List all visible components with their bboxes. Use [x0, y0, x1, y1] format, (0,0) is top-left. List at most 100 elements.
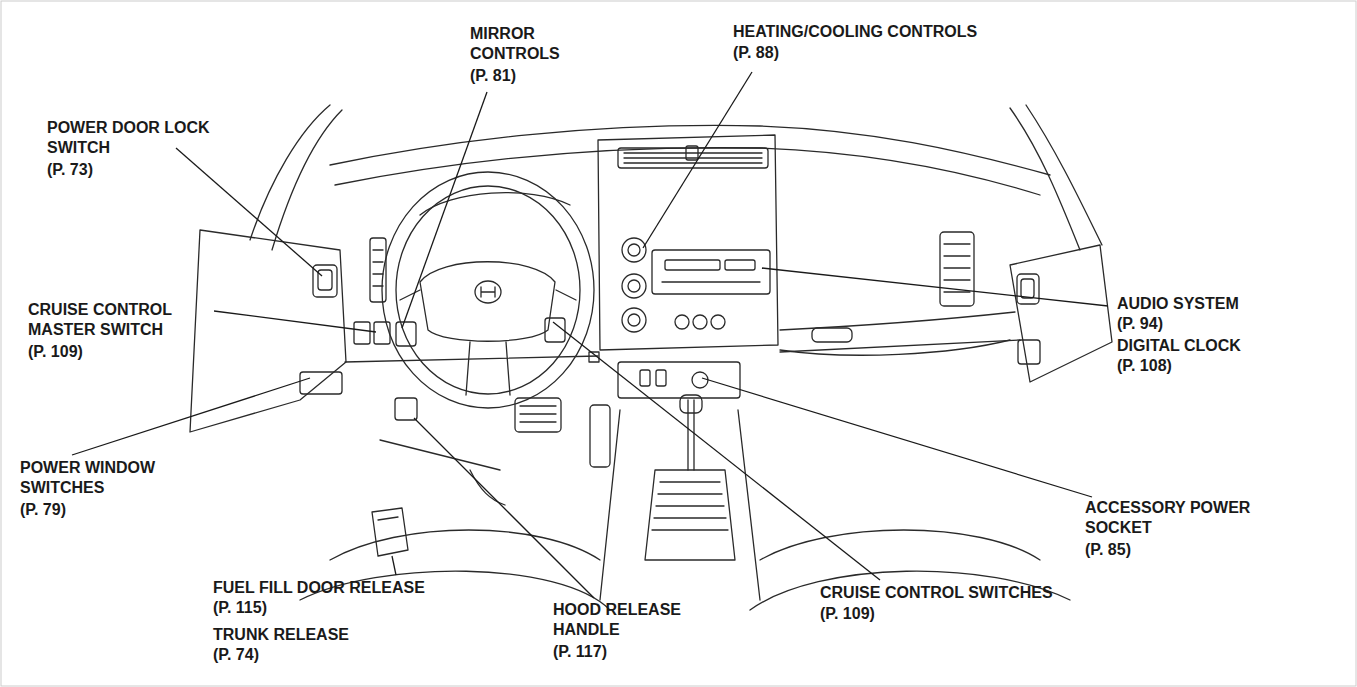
dashboard-line — [553, 322, 880, 580]
dashboard-line — [780, 340, 1010, 355]
dashboard-line — [380, 440, 505, 505]
part-label: CRUISE CONTROL SWITCHES — [820, 583, 1053, 603]
dashboard-line — [762, 268, 1108, 306]
dashboard-line — [944, 244, 970, 292]
page-reference: (P. 88) — [733, 43, 779, 63]
dashboard-line — [335, 148, 1040, 195]
dashboard-line — [628, 244, 640, 256]
leader-lines — [72, 72, 1108, 598]
page-reference: (P. 85) — [1085, 540, 1131, 560]
dashboard-line — [680, 395, 702, 413]
part-label: MIRROR CONTROLS — [470, 24, 580, 64]
page-reference: (P. 109) — [820, 604, 875, 624]
dashboard-line — [628, 314, 640, 326]
dashboard-line — [515, 398, 561, 432]
dashboard-line — [688, 400, 694, 470]
dashboard-line — [396, 186, 580, 394]
dashboard-line — [780, 312, 1015, 330]
part-label: FUEL FILL DOOR RELEASE — [213, 578, 425, 598]
dashboard-line — [396, 322, 416, 346]
dashboard-line — [1018, 340, 1040, 364]
dashboard-line — [675, 315, 689, 329]
dashboard-line — [392, 556, 396, 575]
dashboard-line — [1017, 274, 1039, 304]
dashboard-line — [420, 262, 555, 342]
dashboard-line — [374, 322, 390, 344]
dashboard-line — [760, 530, 1040, 560]
dashboard-line — [190, 230, 346, 432]
dashboard-line — [345, 356, 598, 362]
dashboard-line — [702, 378, 1092, 497]
page-reference: (P. 94) — [1117, 314, 1163, 334]
dashboard-line — [300, 372, 342, 394]
dashboard-line — [313, 265, 337, 297]
dashboard-line — [645, 470, 735, 560]
part-label: CRUISE CONTROL MASTER SWITCH — [28, 300, 218, 340]
page-reference: (P. 109) — [28, 342, 83, 362]
page-reference: (P. 74) — [213, 645, 259, 665]
dashboard-line — [414, 418, 594, 598]
dashboard-line — [812, 328, 852, 342]
page-reference: (P. 81) — [470, 66, 516, 86]
dashboard-line — [725, 260, 755, 270]
part-label: POWER WINDOW SWITCHES — [20, 458, 190, 498]
dashboard-line — [692, 372, 708, 388]
dashboard-line — [628, 280, 640, 292]
dashboard-line — [618, 362, 740, 398]
dashboard-line — [402, 92, 487, 328]
dashboard-line — [176, 148, 322, 276]
dashboard-line — [652, 250, 770, 294]
dashboard-line — [1026, 105, 1102, 245]
dashboard-line — [686, 146, 698, 160]
dashboard-line — [618, 148, 768, 168]
dashboard-line — [711, 315, 725, 329]
dashboard-line — [395, 398, 417, 420]
dashboard-line — [622, 308, 646, 332]
dashboard-line — [372, 508, 408, 556]
dashboard-line — [624, 153, 762, 163]
dashboard-line — [481, 287, 495, 297]
part-label: HEATING/COOLING CONTROLS — [733, 22, 977, 42]
dashboard-line — [750, 571, 1070, 610]
dashboard-line — [520, 406, 556, 422]
dashboard-line — [1010, 245, 1112, 382]
part-label: HOOD RELEASE HANDLE — [553, 600, 723, 640]
dashboard-line — [662, 281, 760, 282]
dashboard-line — [272, 110, 342, 250]
page-reference: (P. 79) — [20, 500, 66, 520]
dashboard-line — [590, 405, 610, 467]
dashboard-line — [214, 311, 376, 332]
dashboard-line — [1021, 279, 1034, 298]
dashboard-line — [643, 72, 752, 248]
dashboard-line — [693, 315, 707, 329]
dashboard-line — [640, 370, 650, 386]
part-label: POWER DOOR LOCK SWITCH — [47, 118, 252, 158]
part-label: TRUNK RELEASE — [213, 625, 349, 645]
part-label: DIGITAL CLOCK — [1117, 336, 1241, 356]
dashboard-line — [373, 250, 383, 286]
dashboard-line — [940, 232, 974, 306]
dashboard-line — [600, 410, 760, 600]
page-reference: (P. 73) — [47, 160, 93, 180]
dashboard-line — [354, 322, 370, 344]
dashboard-line — [378, 517, 398, 520]
dashboard-line — [598, 135, 778, 350]
page-reference: (P. 108) — [1117, 356, 1172, 376]
dashboard-line — [622, 274, 646, 298]
dashboard-line — [400, 290, 576, 395]
part-label: ACCESSORY POWER SOCKET — [1085, 498, 1320, 538]
dashboard-line — [420, 193, 570, 215]
page-reference: (P. 115) — [213, 598, 267, 618]
dashboard-line — [652, 482, 728, 530]
dashboard-line — [665, 260, 720, 270]
dashboard-line — [72, 378, 310, 455]
page-reference: (P. 117) — [553, 642, 607, 662]
dashboard-line — [545, 318, 565, 342]
dashboard-line — [475, 281, 501, 303]
part-label: AUDIO SYSTEM — [1117, 294, 1239, 314]
dashboard-line — [318, 270, 332, 290]
dashboard-line — [330, 530, 600, 560]
dashboard-line — [250, 105, 330, 240]
